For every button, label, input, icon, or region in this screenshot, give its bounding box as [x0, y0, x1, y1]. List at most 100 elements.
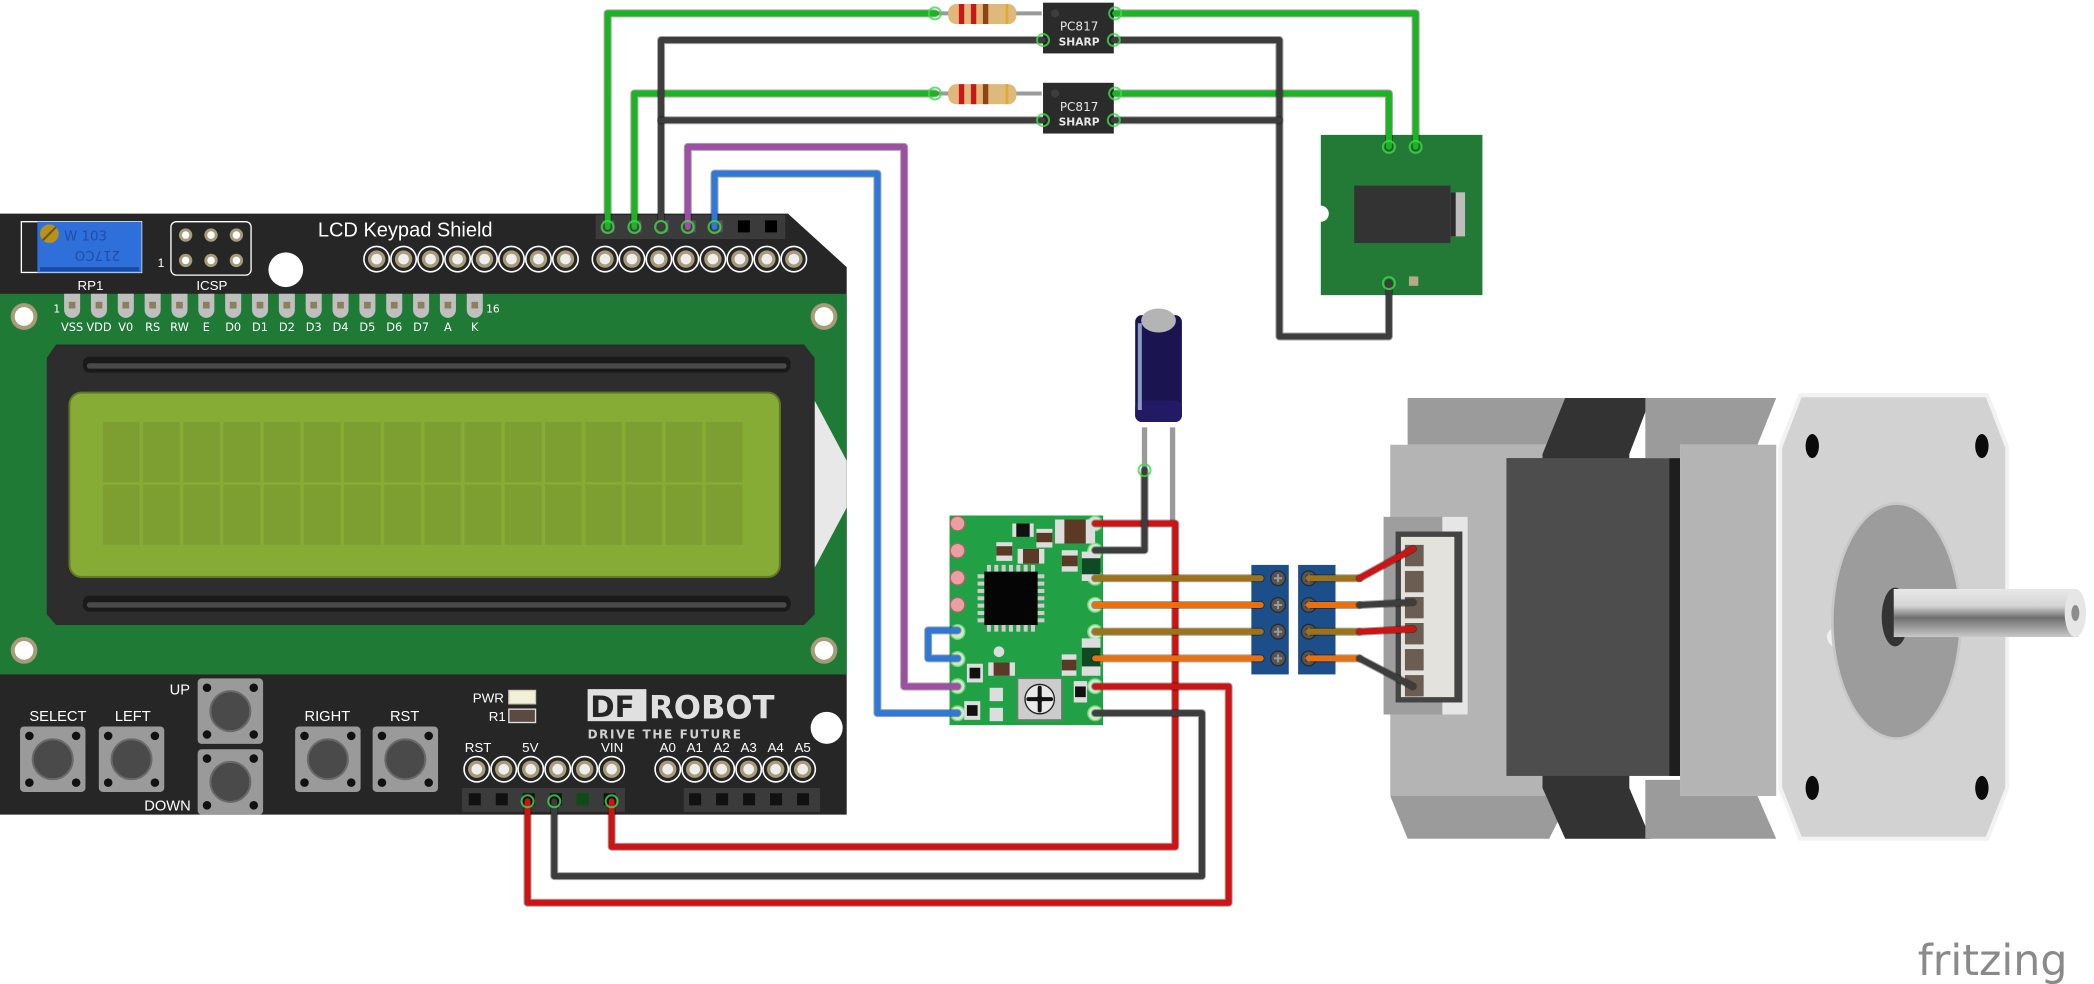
- wire-blue[interactable]: [925, 627, 961, 662]
- wire-endpoint[interactable]: [1108, 86, 1123, 101]
- lcd-pin-d3[interactable]: [305, 293, 322, 318]
- socket-hole[interactable]: [716, 793, 729, 806]
- wire-black[interactable]: [1356, 655, 1416, 690]
- button-rst[interactable]: [372, 726, 439, 792]
- lcd-pin-vss[interactable]: [64, 293, 81, 318]
- wire-black[interactable]: [1356, 599, 1416, 608]
- wire-red[interactable]: [1356, 626, 1416, 635]
- wire-endpoint[interactable]: [604, 794, 619, 809]
- button-right[interactable]: [295, 726, 361, 792]
- socket-hole[interactable]: [764, 220, 777, 233]
- wire-black[interactable]: [1110, 37, 1392, 340]
- lcd-pin-d0[interactable]: [225, 293, 242, 318]
- driver-pin-left[interactable]: [949, 569, 966, 586]
- lcd-pin-d5[interactable]: [359, 293, 376, 318]
- wire-red[interactable]: [608, 520, 1179, 850]
- lcd-pin-d2[interactable]: [278, 293, 295, 318]
- wire-blue[interactable]: [711, 170, 961, 717]
- resistor-band: [958, 4, 965, 25]
- digital-header-left[interactable]: [363, 245, 579, 273]
- wire-endpoint[interactable]: [1106, 33, 1121, 48]
- lcd-pin-d7[interactable]: [413, 293, 430, 318]
- wire-green[interactable]: [631, 90, 938, 231]
- socket-hole[interactable]: [737, 220, 750, 233]
- socket-hole[interactable]: [689, 793, 702, 806]
- button-up[interactable]: [197, 678, 264, 744]
- button-down[interactable]: [197, 749, 264, 815]
- socket-hole[interactable]: [576, 793, 589, 806]
- button-cap[interactable]: [31, 738, 74, 781]
- lcd-pin-label: A: [444, 320, 452, 334]
- wire-endpoint[interactable]: [1108, 6, 1123, 21]
- wire-endpoint[interactable]: [547, 794, 562, 809]
- lcd-pin-a[interactable]: [439, 293, 456, 318]
- socket-hole[interactable]: [770, 793, 783, 806]
- wire-endpoint[interactable]: [927, 6, 942, 21]
- wire-endpoint[interactable]: [680, 220, 695, 235]
- lcd-pin-vdd[interactable]: [90, 293, 107, 318]
- wire-black[interactable]: [658, 37, 1047, 231]
- wire-endpoint[interactable]: [627, 220, 642, 235]
- lcd-pin-rs[interactable]: [144, 293, 161, 318]
- wire-endpoint[interactable]: [1106, 113, 1121, 128]
- wire-endpoint[interactable]: [654, 220, 669, 235]
- stepper-motor[interactable]: [1383, 393, 2087, 841]
- wire-endpoint[interactable]: [1381, 276, 1396, 291]
- socket-hole[interactable]: [495, 793, 508, 806]
- lcd-pin-label: E: [203, 320, 210, 334]
- wire-red[interactable]: [524, 683, 1232, 906]
- driver-pin-left[interactable]: [949, 515, 966, 532]
- socket-hole[interactable]: [468, 793, 481, 806]
- lcd-pin-label: D1: [252, 320, 268, 334]
- wire-red[interactable]: [1356, 545, 1416, 582]
- button-cap[interactable]: [384, 738, 427, 781]
- wire-endpoint[interactable]: [1036, 113, 1051, 128]
- wire-green[interactable]: [1112, 10, 1419, 150]
- wire-endpoint[interactable]: [1408, 139, 1423, 154]
- button-cap[interactable]: [306, 738, 349, 781]
- driver-pin-left[interactable]: [949, 542, 966, 559]
- analog-header[interactable]: [654, 755, 817, 783]
- driver-pin-left[interactable]: [949, 596, 966, 613]
- stepper-driver-board[interactable]: [949, 515, 1104, 726]
- button-select[interactable]: [20, 726, 86, 792]
- wire-endpoint[interactable]: [1137, 463, 1152, 478]
- lcd-pin-rw[interactable]: [171, 293, 188, 318]
- socket-hole[interactable]: [743, 793, 756, 806]
- wire-endpoint[interactable]: [707, 220, 722, 235]
- lcd-pin-d6[interactable]: [386, 293, 403, 318]
- lcd-pin-d4[interactable]: [332, 293, 349, 318]
- audio-jack-board[interactable]: [1312, 134, 1483, 296]
- icsp-header[interactable]: [170, 221, 252, 276]
- lcd-pin-k[interactable]: [466, 293, 483, 318]
- button-cap[interactable]: [110, 738, 153, 781]
- digital-header-right[interactable]: [591, 245, 808, 273]
- wire-green[interactable]: [604, 10, 938, 231]
- wire-black[interactable]: [551, 710, 1205, 880]
- wire-black[interactable]: [1092, 467, 1148, 554]
- lcd-pin-e[interactable]: [198, 293, 215, 318]
- button-cap[interactable]: [209, 760, 252, 803]
- wire-endpoint[interactable]: [600, 220, 615, 235]
- lcd-pin-d1[interactable]: [252, 293, 269, 318]
- wire-endpoint[interactable]: [1381, 139, 1396, 154]
- potentiometer-rp1[interactable]: W 103 217CO: [20, 221, 143, 274]
- resistor-2[interactable]: [934, 84, 1042, 105]
- lcd-pin-v0[interactable]: [117, 293, 134, 318]
- lcd-pin-label: K: [471, 320, 479, 334]
- button-cap[interactable]: [209, 690, 252, 733]
- audio-jack-socket[interactable]: [1354, 185, 1451, 244]
- resistor-1[interactable]: [934, 4, 1042, 25]
- power-header[interactable]: [463, 755, 626, 783]
- button-left[interactable]: [98, 726, 165, 792]
- wire-purple[interactable]: [684, 143, 961, 690]
- wire-endpoint[interactable]: [1036, 33, 1051, 48]
- wire-endpoint[interactable]: [520, 794, 535, 809]
- wire-green[interactable]: [1112, 90, 1392, 150]
- wire-endpoint[interactable]: [927, 86, 942, 101]
- socket-hole[interactable]: [797, 793, 810, 806]
